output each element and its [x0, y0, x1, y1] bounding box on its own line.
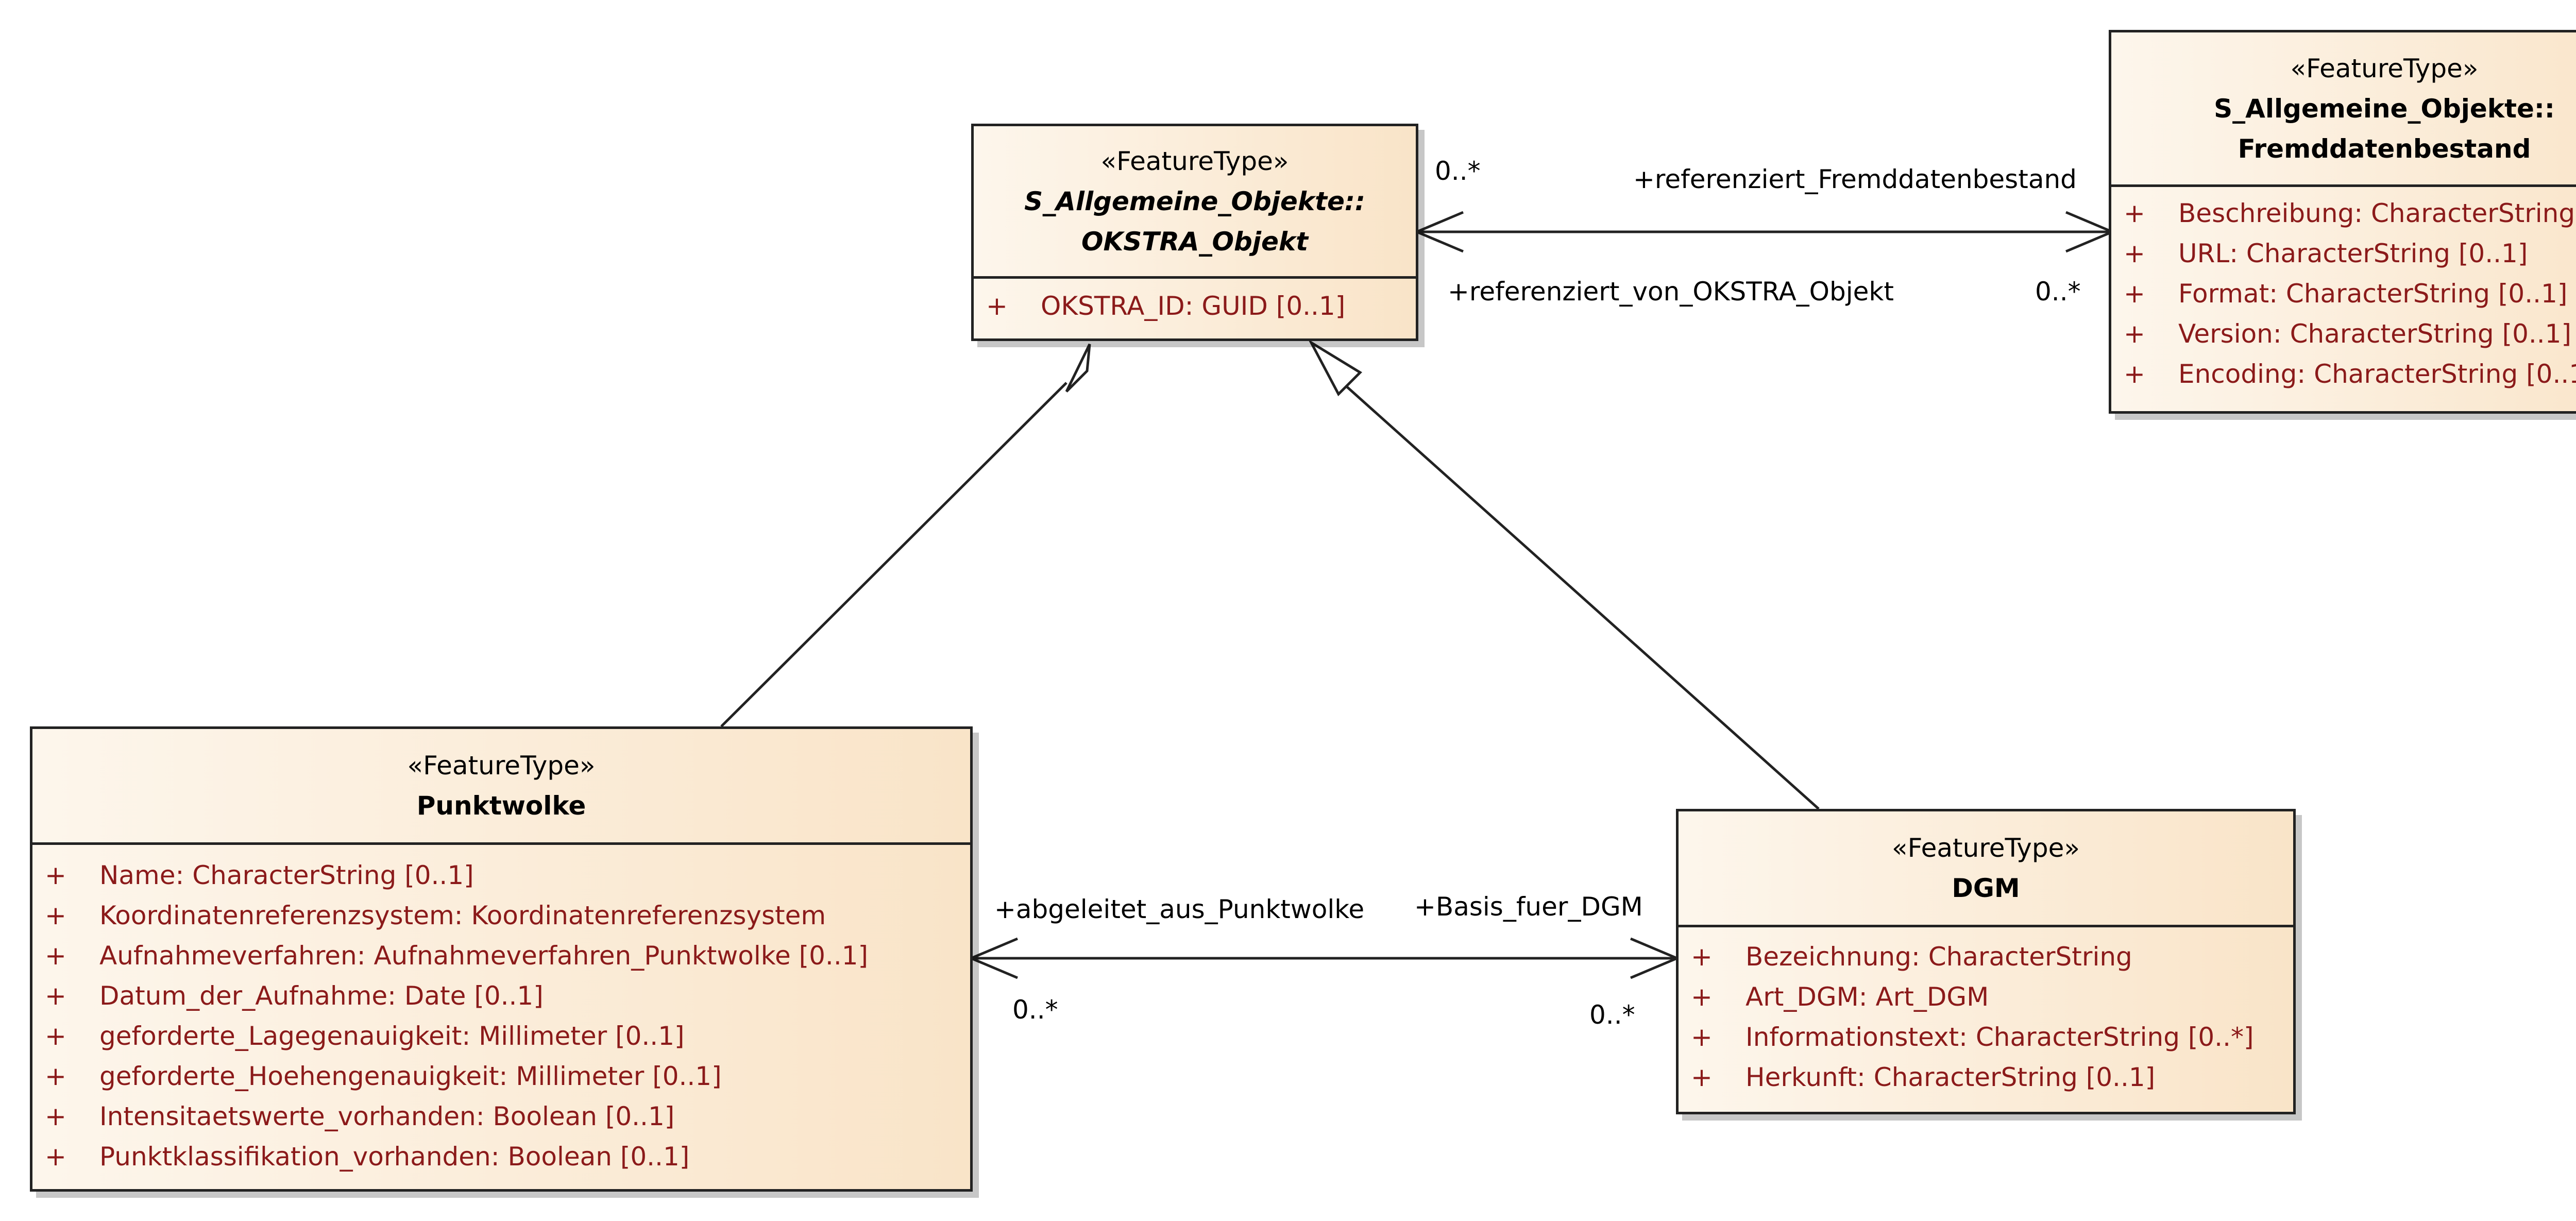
stereotype-label: «FeatureType»: [407, 751, 596, 781]
visibility-marker: +: [1691, 942, 1713, 972]
attribute-list: + Beschreibung: CharacterString + URL: Cha…: [2111, 187, 2576, 394]
visibility-marker: +: [986, 291, 1008, 321]
class-header: «FeatureType» S_Allgemeine_Objekte:: OKS…: [974, 126, 1416, 279]
attribute-row[interactable]: + Intensitaetswerte_vorhanden: Boolean [0…: [32, 1096, 970, 1137]
generalization-punktwolke-line[interactable]: [720, 382, 1067, 727]
visibility-marker: +: [45, 1142, 66, 1172]
class-name-line2: Fremddatenbestand: [2238, 133, 2531, 164]
attribute-row[interactable]: + geforderte_Hoehengenauigkeit: Millimete…: [32, 1056, 970, 1096]
class-name: DGM: [1952, 873, 2020, 903]
class-header: «FeatureType» Punktwolke: [32, 729, 970, 845]
visibility-marker: +: [2124, 279, 2145, 309]
attribute-text: Format: CharacterString [0..1]: [2178, 279, 2568, 309]
attribute-row[interactable]: + Beschreibung: CharacterString: [2111, 193, 2576, 233]
class-header: «FeatureType» DGM: [1679, 811, 2293, 927]
attribute-text: Punktklassifikation_vorhanden: Boolean […: [99, 1142, 690, 1172]
visibility-marker: +: [45, 981, 66, 1011]
attribute-list: + Bezeichnung: CharacterString + Art_DGM: …: [1679, 927, 2293, 1097]
visibility-marker: +: [45, 1101, 66, 1131]
attribute-list: + OKSTRA_ID: GUID [0..1]: [974, 279, 1416, 326]
attribute-row[interactable]: + Encoding: CharacterString [0..1]: [2111, 354, 2576, 394]
visibility-marker: +: [45, 1061, 66, 1091]
class-punktwolke[interactable]: «FeatureType» Punktwolke + Name: Characte…: [30, 726, 973, 1192]
attribute-text: Datum_der_Aufnahme: Date [0..1]: [99, 981, 544, 1011]
attribute-row[interactable]: + URL: CharacterString [0..1]: [2111, 233, 2576, 274]
class-name-line1: S_Allgemeine_Objekte::: [2214, 93, 2555, 124]
visibility-marker: +: [1691, 1062, 1713, 1092]
attribute-row[interactable]: + Version: CharacterString [0..1]: [2111, 314, 2576, 354]
visibility-marker: +: [2124, 319, 2145, 349]
class-dgm[interactable]: «FeatureType» DGM + Bezeichnung: Characte…: [1676, 809, 2296, 1114]
class-name-line2: OKSTRA_Objekt: [1081, 226, 1309, 257]
attribute-row[interactable]: + Datum_der_Aufnahme: Date [0..1]: [32, 976, 970, 1016]
attribute-text: Koordinatenreferenzsystem: Koordinatenre…: [99, 901, 826, 930]
visibility-marker: +: [2124, 198, 2145, 228]
attribute-text: OKSTRA_ID: GUID [0..1]: [1041, 291, 1346, 321]
stereotype-label: «FeatureType»: [1100, 146, 1289, 176]
role-referenziert-fremddatenbestand: +referenziert_Fremddatenbestand: [1633, 164, 2077, 194]
attribute-row[interactable]: + geforderte_Lagegenauigkeit: Millimeter …: [32, 1016, 970, 1056]
role-referenziert-von-okstra-objekt: +referenziert_von_OKSTRA_Objekt: [1448, 277, 1894, 307]
generalization-arrowhead-dgm: [1308, 339, 1363, 397]
attribute-text: Art_DGM: Art_DGM: [1745, 982, 1989, 1012]
attribute-text: geforderte_Lagegenauigkeit: Millimeter […: [99, 1021, 685, 1051]
generalization-arrowhead-punktwolke: [1065, 343, 1091, 393]
attribute-text: Informationstext: CharacterString [0..*]: [1745, 1022, 2254, 1052]
class-name: Punktwolke: [416, 791, 586, 821]
attribute-row[interactable]: + OKSTRA_ID: GUID [0..1]: [974, 286, 1416, 326]
attribute-text: URL: CharacterString [0..1]: [2178, 239, 2528, 268]
attribute-row[interactable]: + Format: CharacterString [0..1]: [2111, 274, 2576, 314]
attribute-text: Bezeichnung: CharacterString: [1745, 942, 2132, 972]
attribute-text: Aufnahmeverfahren: Aufnahmeverfahren_Pun…: [99, 941, 869, 971]
attribute-list: + Name: CharacterString [0..1] + Koordinat…: [32, 845, 970, 1177]
visibility-marker: +: [45, 901, 66, 930]
class-okstra-objekt[interactable]: «FeatureType» S_Allgemeine_Objekte:: OKS…: [971, 124, 1418, 341]
attribute-text: Beschreibung: CharacterString: [2178, 198, 2575, 228]
role-basis-fuer-dgm: +Basis_fuer_DGM: [1414, 892, 1643, 922]
visibility-marker: +: [2124, 239, 2145, 268]
multiplicity-okstra: 0..*: [1435, 156, 1481, 186]
attribute-row[interactable]: + Name: CharacterString [0..1]: [32, 855, 970, 895]
attribute-text: Herkunft: CharacterString [0..1]: [1745, 1062, 2156, 1092]
class-header: «FeatureType» S_Allgemeine_Objekte:: Fre…: [2111, 32, 2576, 187]
visibility-marker: +: [2124, 359, 2145, 389]
attribute-row[interactable]: + Koordinatenreferenzsystem: Koordinatenr…: [32, 895, 970, 936]
multiplicity-fremd: 0..*: [2035, 277, 2081, 307]
generalization-dgm-line[interactable]: [1338, 379, 1820, 810]
visibility-marker: +: [1691, 982, 1713, 1012]
class-name-line1: S_Allgemeine_Objekte::: [1024, 186, 1365, 216]
attribute-row[interactable]: + Informationstext: CharacterString [0..*…: [1679, 1017, 2293, 1057]
attribute-text: Version: CharacterString [0..1]: [2178, 319, 2571, 349]
attribute-row[interactable]: + Aufnahmeverfahren: Aufnahmeverfahren_Pu…: [32, 936, 970, 976]
visibility-marker: +: [45, 941, 66, 971]
attribute-row[interactable]: + Punktklassifikation_vorhanden: Boolean …: [32, 1137, 970, 1177]
class-fremddatenbestand[interactable]: «FeatureType» S_Allgemeine_Objekte:: Fre…: [2109, 30, 2576, 414]
visibility-marker: +: [45, 1021, 66, 1051]
attribute-text: Intensitaetswerte_vorhanden: Boolean [0.…: [99, 1101, 675, 1131]
multiplicity-dgm: 0..*: [1589, 1000, 1635, 1030]
attribute-row[interactable]: + Herkunft: CharacterString [0..1]: [1679, 1057, 2293, 1097]
stereotype-label: «FeatureType»: [1892, 833, 2080, 863]
stereotype-label: «FeatureType»: [2290, 53, 2479, 83]
attribute-text: Encoding: CharacterString [0..1]: [2178, 359, 2576, 389]
multiplicity-punktwolke: 0..*: [1012, 995, 1058, 1025]
attribute-row[interactable]: + Bezeichnung: CharacterString: [1679, 937, 2293, 977]
role-abgeleitet-aus-punktwolke: +abgeleitet_aus_Punktwolke: [994, 894, 1365, 924]
visibility-marker: +: [1691, 1022, 1713, 1052]
attribute-row[interactable]: + Art_DGM: Art_DGM: [1679, 977, 2293, 1017]
attribute-text: geforderte_Hoehengenauigkeit: Millimeter…: [99, 1061, 722, 1091]
visibility-marker: +: [45, 860, 66, 890]
attribute-text: Name: CharacterString [0..1]: [99, 860, 474, 890]
